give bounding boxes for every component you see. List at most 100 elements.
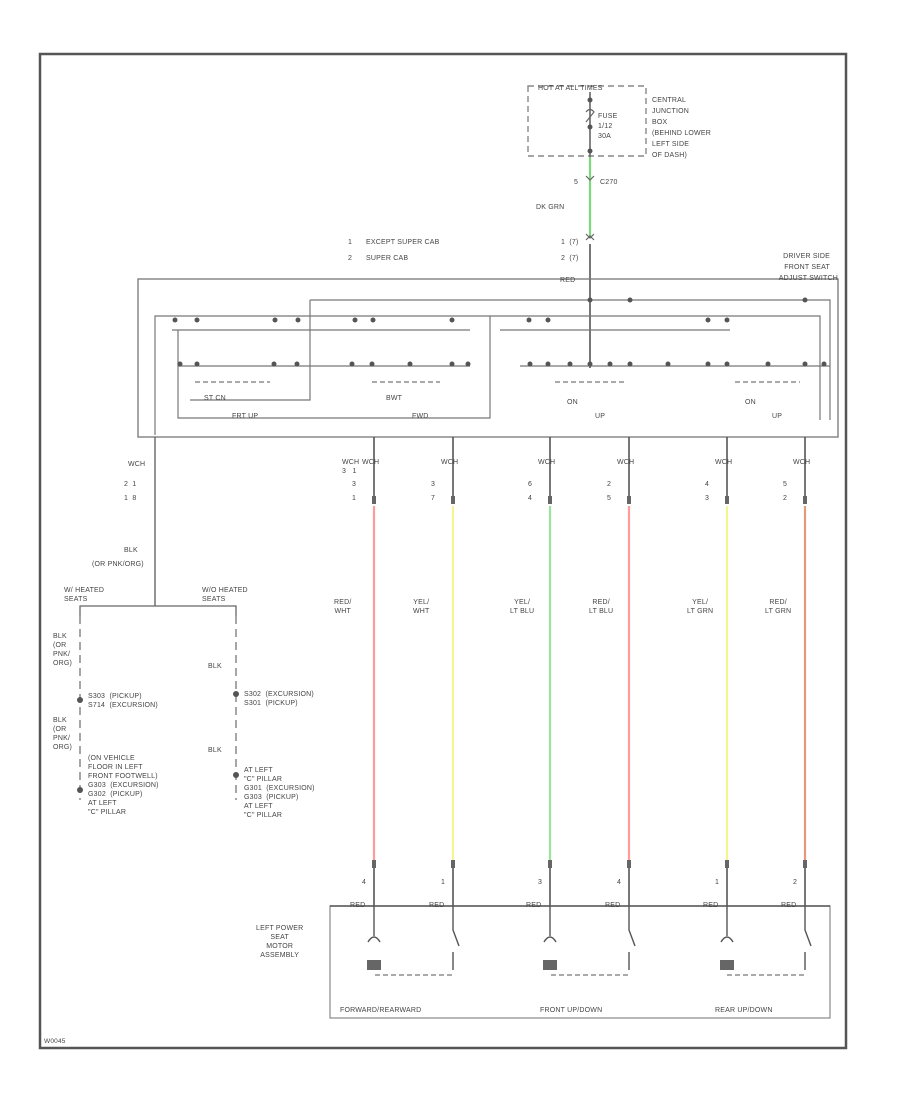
wire-color-label: YEL/ WHT: [413, 599, 430, 615]
ground-pins-2: 1 8: [124, 495, 137, 502]
cjb-line: OF DASH): [652, 152, 688, 159]
motor-1-label: FORWARD/REARWARD: [340, 1007, 422, 1014]
connector-block: [803, 496, 807, 504]
motor-limit-switch: [628, 906, 636, 970]
wire-conn-label: WCH: [715, 459, 733, 466]
motor-brush-symbol: [720, 906, 734, 943]
connector-block: [803, 860, 807, 868]
motor-armature: [720, 960, 734, 970]
fuse-terminal: [587, 124, 593, 130]
switch-contacts: [172, 297, 827, 367]
ground-left-point: [77, 787, 83, 793]
connector-pin: 5: [574, 179, 579, 186]
motor-symbols: [367, 906, 812, 976]
splice-left: [77, 697, 83, 703]
wire-pin-b: 4: [528, 495, 533, 502]
connector-block: [725, 496, 729, 504]
motor-pin-label: 3: [538, 879, 543, 886]
wire-pin-b: 1: [352, 495, 357, 502]
wire-pin-b: 7: [431, 495, 436, 502]
wire-color-label: YEL/ LT BLU: [510, 599, 535, 615]
switch-label-1: DRIVER SIDE: [783, 253, 830, 260]
switch-pos-1-label: ST CN: [204, 395, 226, 402]
left-wire-2: BLK (OR PNK/ ORG): [53, 717, 73, 751]
connector-block: [725, 860, 729, 868]
ground-pins-1: 2 1: [124, 481, 137, 488]
motor-pin-label: 4: [617, 879, 622, 886]
fuse-label: FUSE: [598, 113, 618, 120]
connector-block: [627, 860, 631, 868]
fused-wire-tag: WCH 3 1: [342, 459, 360, 475]
switch-pos-1-sub: FRT UP: [232, 413, 259, 420]
connector-block: [451, 496, 455, 504]
with-heated-seats: W/ HEATED SEATS: [64, 587, 105, 603]
wire-pin-a: 6: [528, 481, 533, 488]
switch-pos-2-label: BWT: [386, 395, 403, 402]
cjb-line: CENTRAL: [652, 97, 687, 104]
motor-pin-label: 1: [441, 879, 446, 886]
motor-pin-label: 2: [793, 879, 798, 886]
switch-label-2: FRONT SEAT: [784, 264, 830, 271]
switch-pos-3-sub: UP: [595, 413, 606, 420]
ground-right-point: [233, 772, 239, 778]
ground-wire-color: BLK: [124, 547, 138, 554]
motor-brush-symbol: [367, 906, 381, 943]
left-ground: (ON VEHICLE FLOOR IN LEFT FRONT FOOTWELL…: [88, 755, 159, 816]
note-1-num: 1: [348, 239, 353, 246]
wire-conn-label: WCH: [793, 459, 811, 466]
ground-conn: WCH: [128, 461, 146, 468]
connector-block: [372, 860, 376, 868]
switch-internal: [154, 299, 831, 435]
motor-wires: [372, 437, 807, 906]
fuse-hot-label: HOT AT ALL TIMES: [538, 85, 603, 92]
switch-feed-wire: RED: [560, 277, 576, 284]
motor-2-label: FRONT UP/DOWN: [540, 1007, 603, 1014]
wire-pin-a: 2: [607, 481, 612, 488]
motor-conn-label: RED: [703, 902, 719, 909]
note-2-text: SUPER CAB: [366, 255, 409, 262]
motor-3-label: REAR UP/DOWN: [715, 1007, 773, 1014]
wire-color-label: RED/ LT BLU: [589, 599, 614, 615]
wire-pin-a: 5: [783, 481, 788, 488]
wire-pin-b: 5: [607, 495, 612, 502]
connector-block: [548, 496, 552, 504]
switch-label-3: ADJUST SWITCH: [778, 275, 838, 282]
note-1-text: EXCEPT SUPER CAB: [366, 239, 440, 246]
motor-conn-label: RED: [429, 902, 445, 909]
motor-pin-label: 4: [362, 879, 367, 886]
right-ground: AT LEFT "C" PILLAR G301 (EXCURSION) G303…: [244, 767, 315, 819]
wire-pin-a: 3: [352, 481, 357, 488]
switch-pos-3-label: ON: [567, 399, 578, 406]
left-splice: S303 (PICKUP) S714 (EXCURSION): [88, 693, 158, 709]
wire-color-label: RED/ WHT: [334, 599, 352, 615]
motor-conn-label: RED: [526, 902, 542, 909]
note-2-num: 2: [348, 255, 353, 262]
wire-conn-label: WCH: [362, 459, 380, 466]
wire-pin-a: 4: [705, 481, 710, 488]
motor-limit-switch: [452, 906, 460, 970]
wire-conn-label: WCH: [617, 459, 635, 466]
connector-block: [548, 860, 552, 868]
fuse-rating: 30A: [598, 133, 612, 140]
motor-armature: [543, 960, 557, 970]
diagram-frame: [38, 52, 848, 1050]
ground-split: [79, 605, 237, 616]
wire-pin-b: 3: [705, 495, 710, 502]
connector-block: [451, 860, 455, 868]
motor-armature: [367, 960, 381, 970]
splice-right: [233, 691, 239, 697]
ground-wire-color-alt: (OR PNK/ORG): [92, 561, 144, 568]
right-wire-2: BLK: [208, 747, 222, 754]
fuse-symbol: [585, 108, 595, 123]
footer-code: W0045: [44, 1038, 66, 1045]
connector-c270: [585, 175, 595, 241]
fuse-terminal: [587, 97, 593, 103]
cjb-line: BOX: [652, 119, 668, 126]
motor-conn-label: RED: [605, 902, 621, 909]
switch-pos-2-sub: FWD: [412, 413, 429, 420]
motor-assembly-label: LEFT POWER SEAT MOTOR ASSEMBLY: [256, 925, 304, 959]
without-heated-seats: W/O HEATED SEATS: [202, 587, 248, 603]
cjb-line: JUNCTION: [652, 108, 689, 115]
fuse-box-outline: [527, 85, 647, 157]
